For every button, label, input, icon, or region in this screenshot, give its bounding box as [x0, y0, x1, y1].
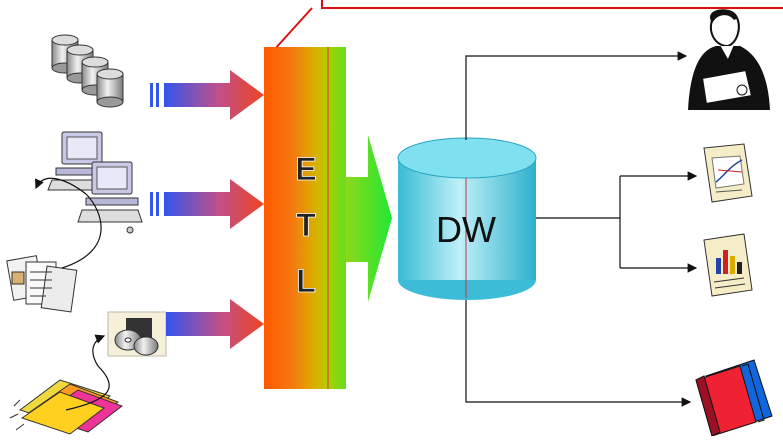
analyst-person-icon: [688, 9, 770, 110]
flow-curve-arrow: [65, 334, 110, 411]
input-arrow: [150, 70, 264, 120]
etl-block: E T L: [264, 47, 346, 389]
file-folders-icon: [9, 379, 124, 435]
etl-letter-t: T: [296, 207, 316, 243]
etl-output-arrow: [346, 135, 392, 302]
database-stack-icon: [51, 34, 124, 108]
warehouse-label: DW: [436, 209, 496, 250]
input-arrow: [150, 179, 264, 229]
flow-curve-arrow: [35, 177, 102, 269]
data-warehouse-cylinder: DW: [397, 137, 537, 300]
etl-letter-e: E: [295, 151, 316, 187]
binders-icon: [695, 359, 773, 437]
bar-chart-report-icon: [703, 233, 753, 297]
paper-documents-icon: [6, 255, 78, 313]
connector-lines: [465, 51, 698, 407]
disk-media-icon: [107, 311, 167, 357]
chart-report-icon: [703, 143, 753, 203]
etl-letter-l: L: [296, 263, 316, 299]
callout-frame: [273, 0, 783, 51]
computer-workstation-icon: [47, 131, 113, 191]
input-arrow: [166, 299, 264, 349]
computer-workstation-icon: [77, 161, 143, 234]
